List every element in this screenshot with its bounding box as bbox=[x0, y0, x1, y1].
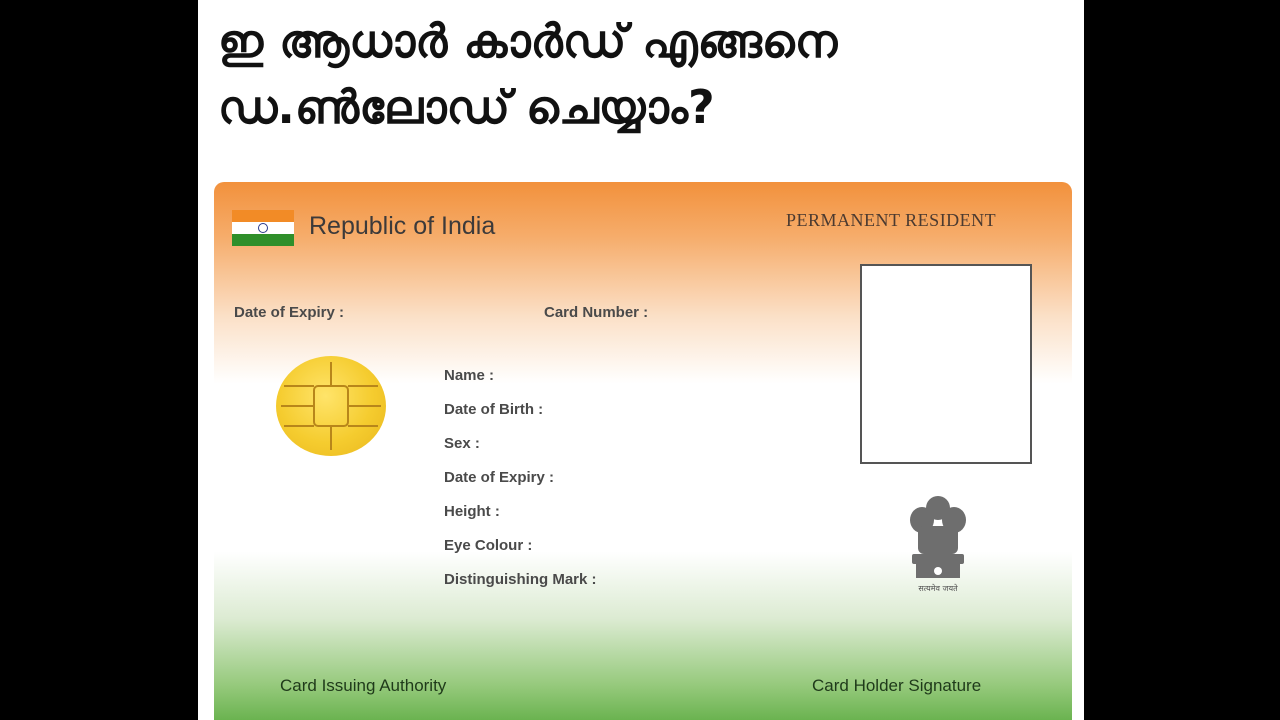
card-issuing-authority: Card Issuing Authority bbox=[280, 676, 447, 695]
card-holder-signature: Card Holder Signature bbox=[812, 676, 982, 695]
resident-badge: PERMANENT RESIDENT bbox=[786, 210, 997, 230]
label-height: Height : bbox=[444, 503, 500, 520]
national-emblem-icon: सत्यमेव जयते bbox=[900, 490, 976, 602]
label-date-of-birth: Date of Birth : bbox=[444, 401, 544, 418]
country-name: Republic of India bbox=[309, 212, 496, 240]
label-card-number: Card Number : bbox=[544, 304, 649, 321]
label-eye-colour: Eye Colour : bbox=[444, 537, 533, 554]
headline: ഇ ആധാർ കാർഡ് എങ്ങനെ ഡ.ൺലോഡ് ചെയ്യാം? bbox=[218, 14, 838, 134]
thumbnail-panel: ഇ ആധാർ കാർഡ് എങ്ങനെ ഡ.ൺലോഡ് ചെയ്യാം? Rep… bbox=[198, 0, 1084, 720]
label-sex: Sex : bbox=[444, 435, 480, 452]
label-distinguishing-mark: Distinguishing Mark : bbox=[444, 571, 597, 588]
smart-chip-icon bbox=[276, 356, 386, 456]
label-date-of-expiry: Date of Expiry : bbox=[444, 469, 555, 486]
label-name: Name : bbox=[444, 367, 495, 384]
id-card: Republic of India PERMANENT RESIDENT Dat… bbox=[214, 182, 1072, 720]
photo-box bbox=[860, 264, 1032, 464]
india-flag-icon bbox=[232, 210, 294, 246]
label-date-of-expiry-top: Date of Expiry : bbox=[234, 304, 345, 321]
emblem-motto: सत्यमेव जयते bbox=[918, 584, 958, 593]
